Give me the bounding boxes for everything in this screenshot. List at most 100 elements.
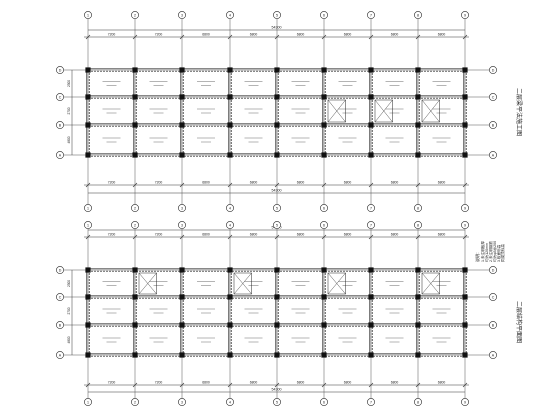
opening-cross [233, 272, 252, 295]
span-dimension-label: 6800 [438, 381, 446, 385]
axis-bubble [273, 204, 281, 212]
column-section [462, 152, 468, 158]
axis-bubble-label: 1 [87, 223, 89, 227]
axis-bubble-label: A [59, 353, 62, 357]
column-section [462, 122, 468, 128]
span-dimension-label: 6800 [297, 181, 305, 185]
axis-bubble-label: 4 [229, 223, 231, 227]
axis-bubble-label: B [59, 123, 62, 127]
column-section [85, 322, 91, 328]
span-dimension-label: 7200 [108, 181, 116, 185]
opening-frame [233, 272, 252, 295]
column-section [179, 67, 185, 73]
axis-bubble [178, 11, 186, 19]
axis-bubble-label: 9 [464, 206, 466, 210]
span-dimension-label: 6800 [250, 33, 258, 37]
column-section [415, 322, 421, 328]
column-section [85, 67, 91, 73]
axis-bubble-label: 3 [181, 13, 183, 17]
span-dimension-label: 6800 [438, 33, 446, 37]
span-dimension-label: 6800 [391, 181, 399, 185]
column-section [227, 322, 233, 328]
span-dimension-label: 6800 [391, 33, 399, 37]
column-section [274, 322, 280, 328]
opening-cross [374, 99, 393, 123]
axis-bubble [461, 11, 469, 19]
axis-bubble [273, 11, 281, 19]
span-dimension-label: 7200 [155, 233, 163, 237]
axis-bubble-label: D [492, 268, 495, 272]
axis-bubble-label: 5 [276, 223, 278, 227]
column-section [132, 122, 138, 128]
span-dimension-label: 6800 [391, 233, 399, 237]
axis-bubble [131, 398, 139, 406]
span-dimension-label: 6800 [297, 33, 305, 37]
overall-dimension-label: 54300 [272, 388, 282, 392]
axis-bubble [226, 204, 234, 212]
column-section [274, 122, 280, 128]
axis-bubble-label: C [59, 95, 62, 99]
axis-bubble [56, 121, 64, 129]
axis-bubble-label: 1 [87, 400, 89, 404]
bay-dimension-label: 2300 [67, 280, 71, 287]
axis-bubble [84, 204, 92, 212]
axis-bubble [461, 221, 469, 229]
notes-line: 2.未注明钢筋 [488, 241, 493, 262]
span-dimension-label: 6800 [297, 233, 305, 237]
axis-bubble-label: 6 [323, 206, 325, 210]
axis-bubble-label: 4 [229, 13, 231, 17]
axis-bubble [367, 204, 375, 212]
column-section [368, 67, 374, 73]
axis-bubble [489, 93, 497, 101]
column-section [132, 267, 138, 273]
opening-cross [138, 272, 157, 295]
column-section [274, 267, 280, 273]
axis-bubble [56, 293, 64, 301]
axis-bubble [226, 11, 234, 19]
column-section [274, 152, 280, 158]
axis-bubble-label: 6 [323, 13, 325, 17]
axis-bubble [178, 221, 186, 229]
column-section [368, 122, 374, 128]
opening-cross [421, 272, 440, 295]
column-section [462, 294, 468, 300]
column-section [179, 122, 185, 128]
axis-bubble [56, 351, 64, 359]
notes-line: 同梁顶标高 [500, 244, 505, 262]
column-section [321, 267, 327, 273]
column-section [227, 294, 233, 300]
column-section [274, 67, 280, 73]
axis-bubble-label: C [59, 295, 62, 299]
span-dimension-label: 6800 [344, 181, 352, 185]
column-section [132, 94, 138, 100]
column-section [321, 322, 327, 328]
upper-plan-side-title: 二层梁平法施工图 [515, 88, 523, 136]
axis-bubble [84, 221, 92, 229]
axis-bubble [84, 11, 92, 19]
column-section [179, 352, 185, 358]
axis-bubble-label: 8 [417, 206, 419, 210]
opening-frame [421, 272, 440, 295]
axis-bubble-label: 9 [464, 13, 466, 17]
bay-dimension-label: 4800 [67, 336, 71, 343]
axis-bubble-label: 5 [276, 400, 278, 404]
axis-bubble-label: 7 [370, 223, 372, 227]
span-dimension-label: 6800 [202, 181, 210, 185]
axis-bubble [320, 221, 328, 229]
axis-bubble-label: A [492, 153, 495, 157]
opening-frame [327, 99, 346, 123]
opening-cross [327, 272, 346, 295]
column-section [368, 322, 374, 328]
span-dimension-label: 6800 [202, 233, 210, 237]
axis-bubble [414, 11, 422, 19]
column-section [321, 122, 327, 128]
axis-bubble-label: D [59, 268, 62, 272]
axis-bubble-label: 3 [181, 206, 183, 210]
column-section [227, 152, 233, 158]
axis-bubble [367, 398, 375, 406]
axis-bubble [489, 121, 497, 129]
general-notes: 说明： 1.未注明板厚 均为120mm 2.未注明钢筋 均为φ8@200 3.板… [474, 241, 505, 262]
axis-bubble-label: B [492, 123, 495, 127]
axis-bubble [56, 66, 64, 74]
